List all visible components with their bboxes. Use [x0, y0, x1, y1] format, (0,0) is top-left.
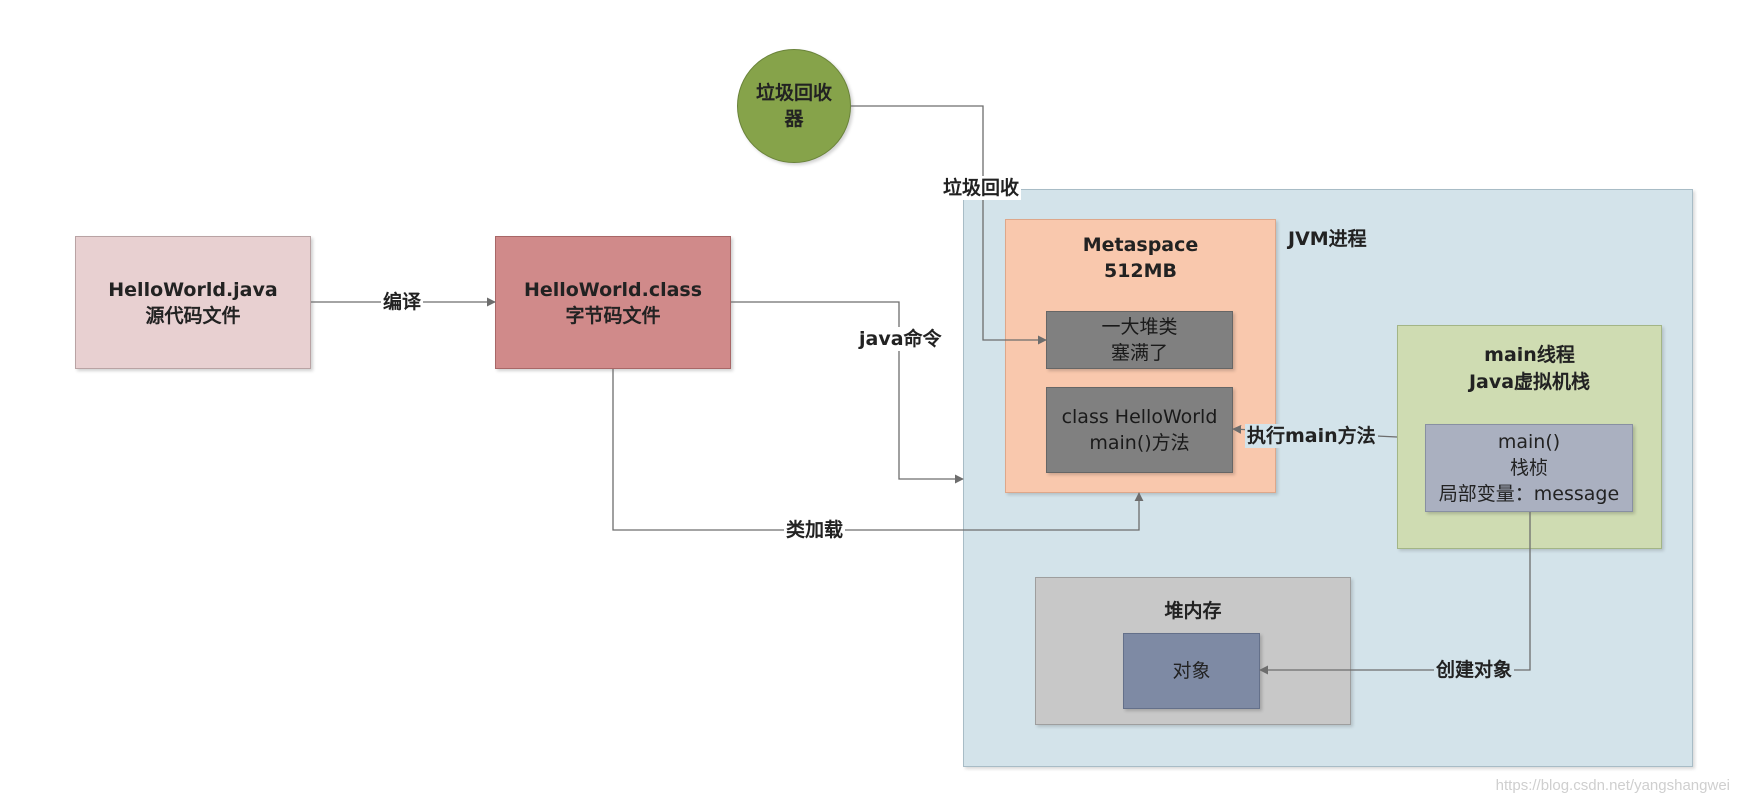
- gc-label-line2: 器: [784, 108, 804, 130]
- garbage-collector-node: 垃圾回收 器: [737, 49, 851, 163]
- stack-frame-local-var: 局部变量：message: [1438, 483, 1620, 505]
- stack-frame-title: 栈桢: [1509, 457, 1548, 479]
- watermark: https://blog.csdn.net/yangshangwei: [1495, 777, 1730, 794]
- class-file-box: HelloWorld.class 字节码文件: [495, 236, 731, 369]
- label-class-load: 类加载: [784, 518, 846, 542]
- class-helloworld-box: class HelloWorld main()方法: [1046, 387, 1233, 473]
- edge-class-load: [612, 369, 1144, 531]
- object-box: 对象: [1123, 633, 1260, 709]
- label-execute-main: 执行main方法: [1245, 424, 1378, 448]
- class-file-name: HelloWorld.class: [523, 278, 703, 301]
- edge-garbage-collect: [851, 105, 1047, 345]
- class-helloworld-line2: main()方法: [1089, 432, 1190, 454]
- heap-title: 堆内存: [1164, 600, 1222, 622]
- class-pile-box: 一大堆类 塞满了: [1046, 311, 1233, 369]
- stack-frame-box: main() 栈桢 局部变量：message: [1425, 424, 1633, 512]
- main-thread-name: main线程: [1484, 344, 1575, 366]
- label-compile: 编译: [381, 290, 424, 314]
- main-thread-stack-label: Java虚拟机栈: [1468, 371, 1591, 393]
- label-garbage-collect: 垃圾回收: [941, 176, 1022, 200]
- source-file-box: HelloWorld.java 源代码文件: [75, 236, 311, 369]
- stack-frame-method: main(): [1497, 431, 1561, 453]
- source-file-name: HelloWorld.java: [108, 278, 278, 301]
- edge-java-command: [731, 301, 964, 484]
- class-helloworld-line1: class HelloWorld: [1061, 406, 1218, 428]
- label-java-command: java命令: [857, 327, 944, 351]
- metaspace-name: Metaspace: [1082, 234, 1199, 256]
- object-label: 对象: [1172, 660, 1211, 682]
- label-create-object: 创建对象: [1434, 658, 1515, 682]
- gc-label-line1: 垃圾回收: [755, 82, 832, 104]
- jvm-process-title: JVM进程: [1288, 228, 1367, 250]
- source-file-desc: 源代码文件: [145, 304, 241, 327]
- metaspace-size: 512MB: [1103, 260, 1178, 282]
- class-pile-line2: 塞满了: [1110, 342, 1168, 364]
- class-file-desc: 字节码文件: [565, 304, 661, 327]
- edge-create-object: [1259, 512, 1531, 675]
- class-pile-line1: 一大堆类: [1101, 316, 1178, 338]
